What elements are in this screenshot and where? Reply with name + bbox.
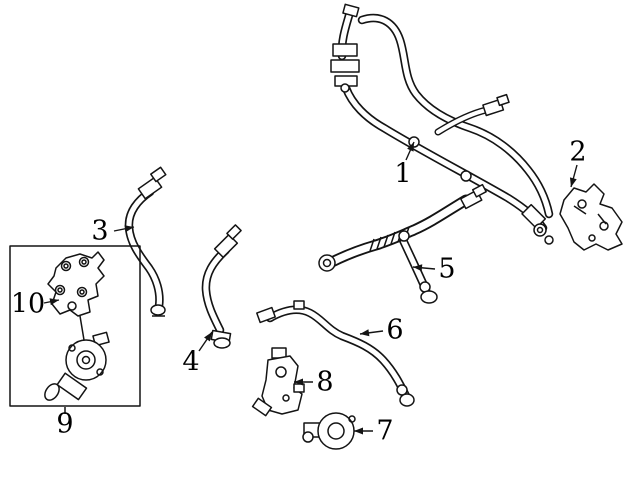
part7-round-unit: [302, 412, 356, 450]
part3-hose: [129, 166, 167, 317]
part4-hose: [206, 224, 242, 349]
part5-hose-assembly: [318, 183, 487, 304]
callout-label-2: 2: [569, 136, 587, 168]
part8-valve: [251, 347, 305, 417]
part10-bracket-pump: [44, 251, 110, 401]
callout-label-5: 5: [438, 253, 456, 285]
callout-arrows: [43, 141, 578, 435]
part2-bracket: [559, 183, 623, 251]
callout-label-6: 6: [386, 314, 404, 346]
part9-group-box: [9, 245, 141, 414]
part6-hose: [256, 300, 415, 407]
callout-label-8: 8: [316, 366, 334, 398]
callout-label-1: 1: [394, 158, 412, 190]
callout-label-9: 9: [56, 408, 74, 440]
callout-label-7: 7: [376, 415, 394, 447]
callout-label-10: 10: [10, 288, 46, 320]
callout-label-4: 4: [182, 346, 200, 378]
part1-hose-assembly: [330, 3, 554, 245]
callout-label-3: 3: [91, 215, 109, 247]
